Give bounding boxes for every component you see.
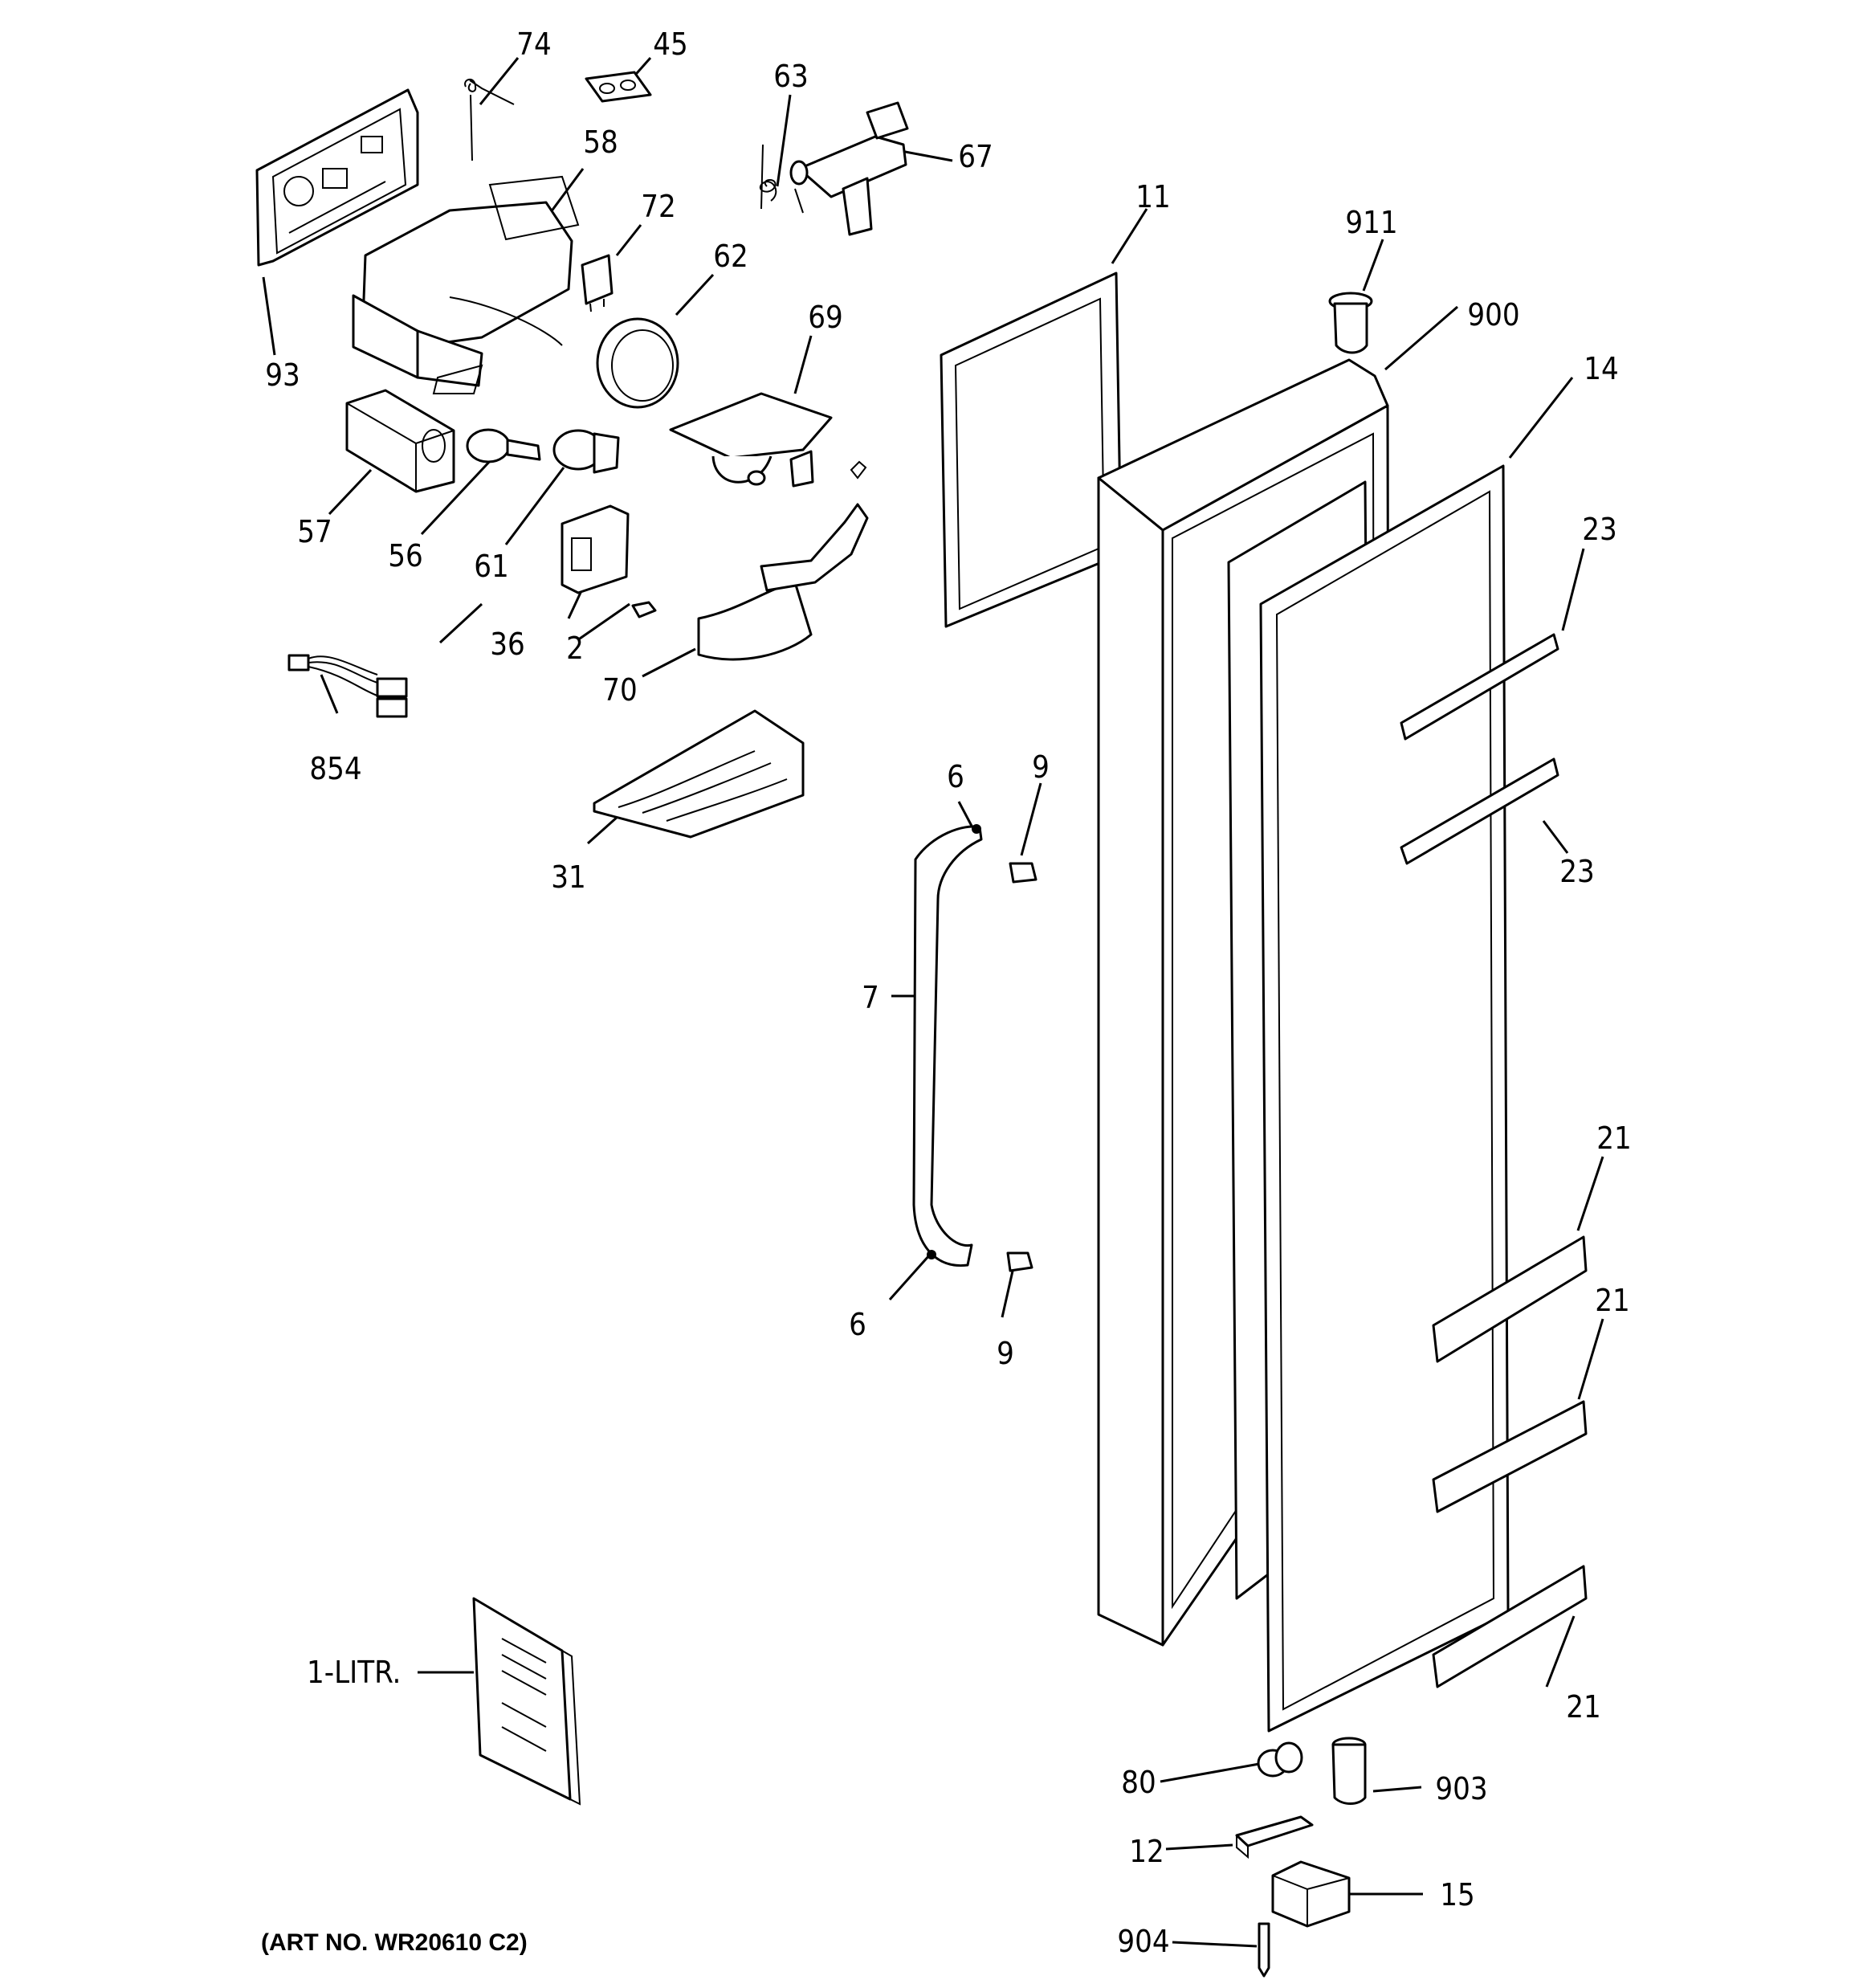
- part-labels: 74 45 63 67 58 72 62 69 93 57 56 61 36 2…: [261, 27, 1632, 1959]
- part-80-bushing: [1257, 1741, 1303, 1778]
- label-21-2: 21: [1595, 1283, 1630, 1318]
- part-70-chute: [697, 460, 869, 661]
- part-9-fastener-lower: [1006, 1251, 1033, 1272]
- part-21-bin-bar-3: [1432, 1565, 1588, 1688]
- label-45: 45: [653, 27, 688, 62]
- label-36: 36: [490, 627, 525, 662]
- part-63-spring: [759, 144, 804, 214]
- label-62: 62: [713, 239, 748, 274]
- label-67: 67: [958, 139, 993, 174]
- label-904: 904: [1117, 1924, 1169, 1959]
- part-74-spring: [464, 79, 515, 161]
- label-14: 14: [1584, 351, 1619, 386]
- part-45-bracket: [585, 71, 652, 103]
- part-12-hinge-plate: [1235, 1815, 1314, 1859]
- label-15: 15: [1440, 1877, 1475, 1912]
- label-23-lower: 23: [1559, 854, 1595, 889]
- label-6-lower: 6: [849, 1307, 866, 1342]
- label-56: 56: [388, 538, 423, 574]
- label-12: 12: [1129, 1834, 1164, 1869]
- label-9-upper: 9: [1032, 749, 1050, 785]
- part-15-hinge-bracket: [1271, 1860, 1351, 1928]
- part-14-door-gasket: [1259, 464, 1510, 1733]
- part-58-dispenser-housing: [352, 175, 580, 394]
- part-69-bracket: [669, 392, 833, 488]
- label-93: 93: [265, 357, 300, 393]
- label-70: 70: [602, 672, 638, 708]
- label-854: 854: [309, 751, 361, 786]
- label-74: 74: [516, 27, 552, 62]
- leader-lines: [262, 57, 1604, 1948]
- part-31-drip-grille: [593, 709, 805, 839]
- part-67-actuator: [789, 101, 909, 236]
- part-1-litr-manual: [472, 1597, 581, 1806]
- label-21-3: 21: [1566, 1689, 1601, 1725]
- label-72: 72: [641, 189, 676, 224]
- label-6-upper: 6: [947, 759, 964, 794]
- label-31: 31: [551, 859, 586, 895]
- label-69: 69: [808, 300, 843, 335]
- part-21-bin-bar-1: [1432, 1235, 1588, 1363]
- label-1-litr: 1-LITR.: [307, 1655, 401, 1690]
- part-57-motor-cover: [345, 389, 455, 493]
- part-7-handle: [912, 825, 983, 1268]
- label-900: 900: [1467, 297, 1519, 333]
- part-93-control-board: [255, 88, 419, 267]
- part-36-bracket: [561, 504, 630, 594]
- label-80: 80: [1121, 1765, 1156, 1800]
- part-9-fastener-upper: [1009, 862, 1037, 884]
- part-854-wire-harness: [287, 654, 408, 718]
- label-58: 58: [583, 125, 618, 160]
- label-63: 63: [773, 59, 809, 94]
- part-56-light-bulb: [466, 428, 541, 463]
- part-72-switch: [581, 254, 614, 312]
- part-911-bushing: [1328, 292, 1373, 354]
- label-11: 11: [1135, 179, 1171, 214]
- label-61: 61: [474, 549, 509, 584]
- label-2: 2: [566, 631, 584, 666]
- label-21-1: 21: [1596, 1121, 1632, 1156]
- part-6-screw-lower: [927, 1250, 936, 1259]
- part-11-dispenser-frame: [940, 271, 1123, 628]
- art-number-caption: (ART NO. WR20610 C2): [261, 1929, 528, 1956]
- part-23-shelf-bar-lower: [1400, 757, 1559, 865]
- label-57: 57: [297, 514, 332, 549]
- part-62-ring: [596, 317, 679, 409]
- label-7: 7: [862, 980, 879, 1015]
- part-904-screw: [1258, 1922, 1270, 1978]
- part-23-shelf-bar-upper: [1400, 633, 1559, 741]
- part-6-screw-upper: [972, 824, 981, 834]
- part-2-screw: [631, 601, 657, 618]
- label-9-lower: 9: [997, 1336, 1014, 1371]
- part-903-bushing: [1331, 1737, 1367, 1805]
- label-911: 911: [1345, 205, 1397, 240]
- label-903: 903: [1435, 1771, 1487, 1806]
- label-23-upper: 23: [1582, 512, 1617, 547]
- part-21-bin-bar-2: [1432, 1400, 1588, 1513]
- part-61-socket: [552, 429, 620, 474]
